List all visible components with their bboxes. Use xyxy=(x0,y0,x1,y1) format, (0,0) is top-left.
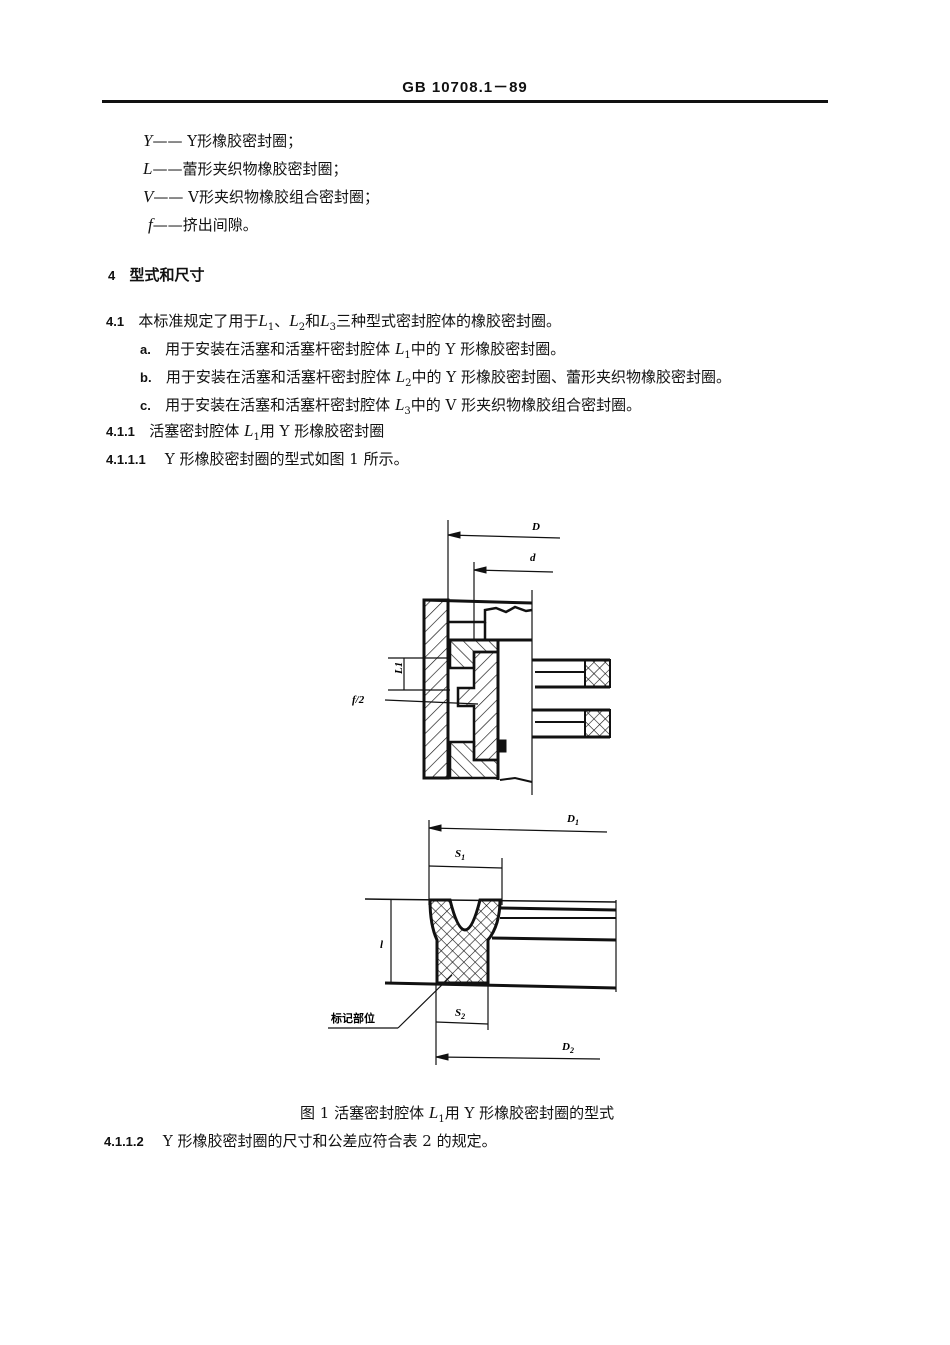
header-rule xyxy=(102,100,828,103)
label-D1: D1 xyxy=(566,813,579,827)
label-D2: D2 xyxy=(561,1041,574,1055)
label-d: d xyxy=(530,552,536,564)
legend-item-y: Y—— Y形橡胶密封圈； xyxy=(143,131,303,150)
clause-4-1-1-1: 4.1.1.1 Y 形橡胶密封圈的型式如图 1 所示。 xyxy=(106,450,409,468)
page-header: GB 10708.1－89 xyxy=(402,79,528,96)
legend-item-l: L——蕾形夹织物橡胶密封圈； xyxy=(143,159,348,178)
clause-4-1-item-b: b. 用于安装在活塞和活塞杆密封腔体 L2中的 Y 形橡胶密封圈、蕾形夹织物橡胶… xyxy=(140,367,731,389)
label-S1: S1 xyxy=(455,848,465,862)
label-D: D xyxy=(531,521,540,533)
clause-4-1-item-a: a. 用于安装在活塞和活塞杆密封腔体 L1中的 Y 形橡胶密封圈。 xyxy=(140,339,566,361)
label-S2: S2 xyxy=(455,1007,465,1021)
figure-1-caption: 图 1 活塞密封腔体 L1用 Y 形橡胶密封圈的型式 xyxy=(300,1103,615,1125)
legend-item-v: V—— V形夹织物橡胶组合密封圈； xyxy=(143,187,379,206)
label-L1: L1 xyxy=(393,662,405,675)
clause-4-1-1-2: 4.1.1.2 Y 形橡胶密封圈的尺寸和公差应符合表 2 的规定。 xyxy=(104,1132,497,1150)
label-f2: f/2 xyxy=(352,694,365,706)
clause-4-1-item-c: c. 用于安装在活塞和活塞杆密封腔体 L3中的 V 形夹织物橡胶组合密封圈。 xyxy=(140,395,642,417)
clause-4-1: 4.1 本标准规定了用于L1、L2和L3三种型式密封腔体的橡胶密封圈。 xyxy=(106,311,561,333)
clause-4-1-1: 4.1.1 活塞密封腔体 L1用 Y 形橡胶密封圈 xyxy=(106,421,385,443)
label-mark-position: 标记部位 xyxy=(330,1011,375,1025)
label-l: l xyxy=(380,939,384,951)
legend-item-f: f——挤出间隙。 xyxy=(148,215,258,234)
section-4-heading: 4 型式和尺寸 xyxy=(108,267,205,284)
